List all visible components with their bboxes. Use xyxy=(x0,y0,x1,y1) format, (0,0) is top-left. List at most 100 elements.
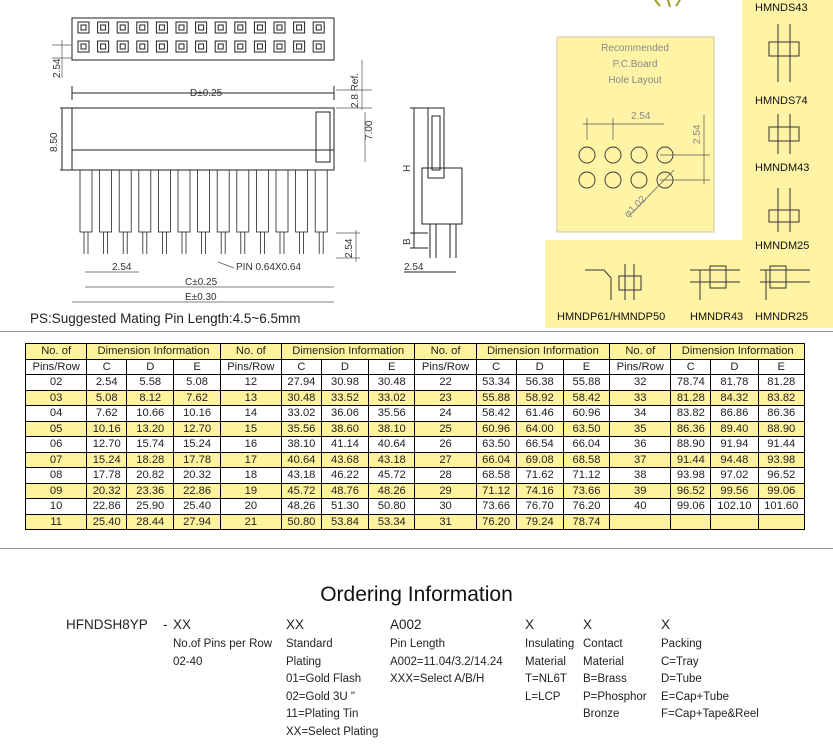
table-cell: 32 xyxy=(609,374,672,391)
variant-panel xyxy=(545,0,833,328)
ordering-line: T=NL6T xyxy=(525,673,567,685)
dim-col-header: D xyxy=(710,358,759,375)
technical-drawing: 2.54 D±0.25 8.50 2.8 Ref. 7.00 2.54 2.54… xyxy=(0,0,833,332)
dimension-header: Dimension Information xyxy=(670,343,805,360)
pcb-dims xyxy=(583,115,710,216)
top-pin-hole xyxy=(253,21,266,34)
dim-col-header: D xyxy=(126,358,175,375)
table-cell: 46.22 xyxy=(320,467,370,484)
ordering-code: A002 xyxy=(390,617,422,632)
table-cell: 89.40 xyxy=(710,420,759,437)
table-cell: 7.62 xyxy=(86,405,128,422)
pins-row-header: Pins/Row xyxy=(609,358,672,375)
dimension-header: Dimension Information xyxy=(281,343,416,360)
table-cell: 43.18 xyxy=(368,451,416,468)
ordering-line: P=Phosphor xyxy=(583,690,647,703)
front-pin xyxy=(236,169,250,254)
table-cell: 7.62 xyxy=(173,389,221,406)
ordering-code: X xyxy=(583,617,593,632)
table-cell: 27.94 xyxy=(281,374,322,391)
front-pin xyxy=(79,169,93,254)
table-cell: 56.38 xyxy=(515,374,564,391)
table-cell: 20 xyxy=(219,498,283,515)
table-cell: 28.44 xyxy=(126,513,175,530)
variant-hmnds74: HMNDS74 xyxy=(755,95,808,107)
front-pin xyxy=(216,169,230,254)
ordering-title: Ordering Information xyxy=(320,583,513,606)
table-cell: 58.42 xyxy=(475,405,517,422)
table-cell: 73.66 xyxy=(562,482,611,499)
table-cell: 16 xyxy=(219,436,283,453)
table-cell: 13 xyxy=(219,389,283,406)
table-cell: 26 xyxy=(414,436,477,453)
height-700-label: 7.00 xyxy=(364,120,375,140)
top-pin-hole xyxy=(77,21,90,34)
table-cell: 30.48 xyxy=(368,374,416,391)
table-cell: 68.58 xyxy=(562,451,611,468)
pcb-hole xyxy=(630,146,648,164)
table-cell: 35.56 xyxy=(281,420,322,437)
top-pin-hole xyxy=(116,21,129,34)
top-pitch-label: 2.54 xyxy=(52,58,63,78)
ordering-line: F=Cap+Tape&Reel xyxy=(661,708,759,720)
table-cell: 15.24 xyxy=(173,436,221,453)
table-cell: 102.10 xyxy=(710,498,759,515)
divider-top xyxy=(0,331,833,332)
table-cell: 14 xyxy=(219,405,283,422)
ordering-line: B=Brass xyxy=(583,673,627,685)
front-pin xyxy=(99,169,112,254)
top-pin-hole xyxy=(234,40,247,53)
top-pin-hole xyxy=(293,40,306,53)
front-pin xyxy=(177,169,191,254)
top-pin-hole xyxy=(155,21,168,34)
table-cell: 58.92 xyxy=(515,389,564,406)
table-cell: 96.52 xyxy=(670,482,712,499)
table-cell: 03 xyxy=(24,389,88,406)
top-pin-hole xyxy=(136,40,149,53)
table-cell: 15 xyxy=(219,420,283,437)
table-cell: 78.74 xyxy=(670,374,712,391)
table-cell: 12 xyxy=(219,374,283,391)
table-cell xyxy=(757,513,806,530)
part-dash: - xyxy=(163,617,168,632)
pcb-hole xyxy=(578,146,596,164)
mating-pin-note: PS:Suggested Mating Pin Length:4.5~6.5mm xyxy=(30,311,301,326)
table-cell: 23.36 xyxy=(126,482,175,499)
table-cell: 83.82 xyxy=(670,405,712,422)
table-cell: 17.78 xyxy=(173,451,221,468)
table-cell: 101.60 xyxy=(757,498,806,515)
pcb-hole xyxy=(604,171,622,189)
table-cell: 48.26 xyxy=(368,482,416,499)
table-cell: 07 xyxy=(24,451,88,468)
dim-col-header: E xyxy=(368,358,416,375)
table-cell: 5.08 xyxy=(173,374,221,391)
top-pin-hole xyxy=(136,21,149,34)
front-pin xyxy=(275,169,289,254)
variant-labels: HMNDS43 HMNDS74 HMNDM43 HMNDM25 HMNDP61/… xyxy=(557,2,809,323)
ordering-line: No.of Pins per Row xyxy=(173,638,273,650)
table-cell: 09 xyxy=(24,482,88,499)
table-cell: 61.46 xyxy=(515,405,564,422)
table-cell: 17 xyxy=(219,451,283,468)
right-dims xyxy=(336,60,372,262)
table-cell: 25.40 xyxy=(86,513,128,530)
variant-hmndm25: HMNDM25 xyxy=(755,240,809,252)
front-pin xyxy=(314,169,328,254)
variant-hmndr43: HMNDR43 xyxy=(690,311,743,323)
top-pin-hole xyxy=(273,21,286,34)
table-cell: 50.80 xyxy=(368,498,416,515)
table-cell: 23 xyxy=(414,389,477,406)
pin-length-254-label: 2.54 xyxy=(344,238,355,258)
d-dimension-label: D±0.25 xyxy=(190,88,223,99)
dimension-header: Dimension Information xyxy=(86,343,221,360)
table-cell: 71.12 xyxy=(475,482,517,499)
table-cell: 66.54 xyxy=(515,436,564,453)
table-cell: 99.06 xyxy=(757,482,806,499)
